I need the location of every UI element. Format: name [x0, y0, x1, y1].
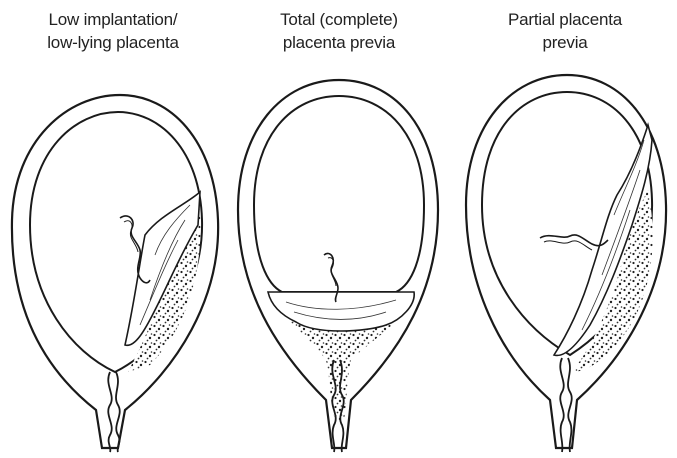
uterus-partial-previa-illustration [452, 0, 677, 458]
cervical-canal [560, 358, 563, 452]
uterine-cavity [254, 96, 424, 292]
umbilical-cord [540, 235, 608, 246]
panel-total-previa: Total (complete) placenta previa [226, 0, 452, 458]
umbilical-cord-inner [544, 241, 592, 250]
cervical-canal-right [116, 372, 120, 452]
cervical-canal-right [568, 358, 572, 452]
uterus-total-previa-illustration [226, 0, 452, 458]
placenta [268, 292, 414, 331]
panel-partial-previa: Partial placenta previa [452, 0, 677, 458]
umbilical-cord-inner [124, 221, 138, 252]
uterus-low-implantation-illustration [0, 0, 226, 458]
cervical-canal [108, 372, 111, 452]
panel-low-implantation: Low implantation/ low-lying placenta [0, 0, 226, 458]
